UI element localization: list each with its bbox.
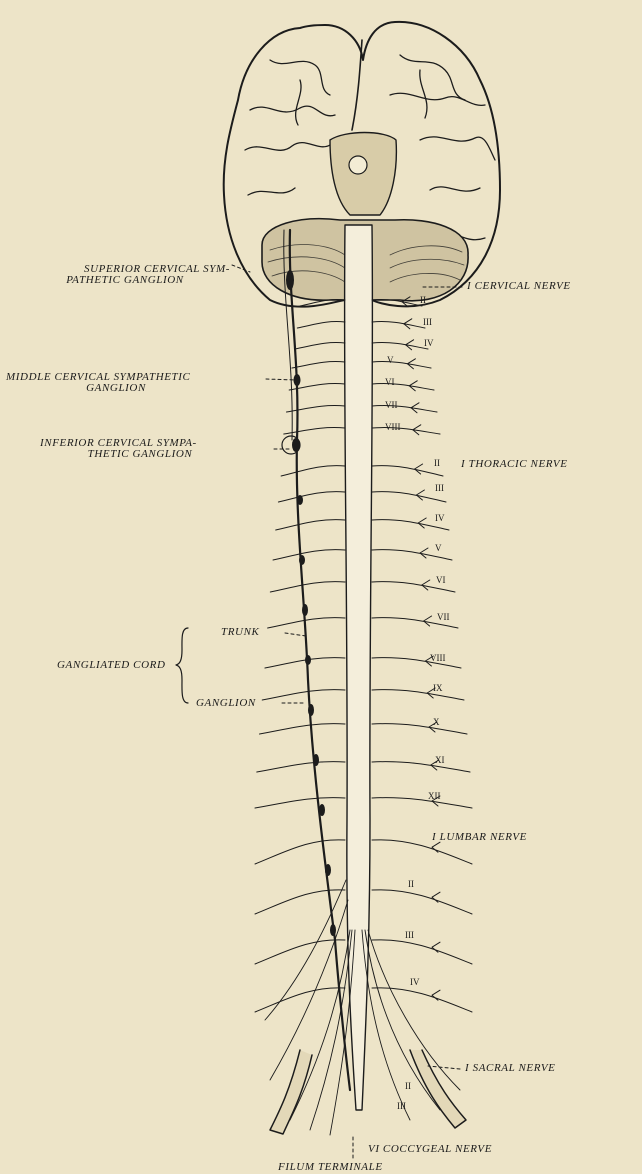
spinal-nerve-left [265, 658, 345, 668]
spinal-nerve-right [372, 322, 425, 328]
spinal-nerve-left [255, 798, 345, 808]
thoracic-numeral: XI [435, 756, 445, 765]
spinal-nerve-left [255, 940, 345, 964]
spinal-nerve-right [372, 724, 467, 734]
spinal-nerve-left [255, 840, 345, 864]
spinal-nerve-right [372, 840, 472, 864]
cervical-numeral: II [420, 296, 426, 305]
spinal-nerve-left [255, 988, 345, 1012]
coccygeal-nerve-label: VI COCCYGEAL NERVE [368, 1144, 492, 1155]
thoracic-numeral: III [435, 484, 444, 493]
spinal-nerve-left [292, 362, 345, 368]
cervical-nerve-label: I CERVICAL NERVE [467, 281, 571, 292]
superior-cervical-line2: PATHETIC GANGLION [30, 275, 230, 286]
spinal-nerve-right [372, 343, 428, 349]
sacral-nerve-label: I SACRAL NERVE [465, 1063, 556, 1074]
spinal-nerve-right [372, 492, 446, 502]
spinal-nerve-right [372, 988, 472, 1012]
trunk-label: TRUNK [221, 627, 259, 638]
spinal-nerve-left [284, 428, 345, 434]
spinal-cord [345, 225, 373, 1110]
cervical-numeral: III [423, 318, 432, 327]
sacral-numeral: III [397, 1102, 406, 1111]
spinal-nerve-left [276, 520, 345, 530]
cervical-numeral: VII [385, 401, 398, 410]
nerve-twig [418, 518, 426, 528]
thoracic-numeral: IX [433, 684, 443, 693]
lumbar-numeral: IV [410, 978, 420, 987]
spinal-nerve-right [372, 428, 440, 434]
spinal-nerve-left [297, 322, 345, 328]
cervical-numeral: VIII [385, 423, 401, 432]
sciatic-left [270, 1050, 312, 1134]
cervical-numeral: VI [385, 378, 395, 387]
ganglion-label: GANGLION [196, 698, 256, 709]
spinal-nerve-right [372, 658, 461, 668]
gangliated-cord-brace [176, 628, 188, 703]
filum-terminale-label: FILUM TERMINALE [278, 1162, 383, 1173]
thoracic-numeral: IV [435, 514, 445, 523]
cervical-numeral: V [387, 356, 394, 365]
spinal-nerve-left [278, 492, 345, 502]
spinal-nerve-right [372, 362, 431, 368]
nerve-twig [416, 490, 424, 500]
spinal-nerve-right [372, 406, 437, 412]
sacral-numeral: II [405, 1082, 411, 1091]
spinal-nerve-left [262, 690, 345, 700]
spinal-nerve-left [295, 343, 345, 349]
thoracic-numeral: VIII [430, 654, 446, 663]
inferior-cervical-line2: THETIC GANGLION [40, 449, 240, 460]
spinal-nerve-left [268, 618, 345, 628]
spinal-nerve-right [372, 762, 470, 772]
spinal-nerve-right [372, 466, 443, 476]
spinal-nerve-left [270, 582, 345, 592]
lumbar-nerve-label: I LUMBAR NERVE [432, 832, 527, 843]
thoracic-numeral: VI [436, 576, 446, 585]
cervical-numeral: IV [424, 339, 434, 348]
spinal-nerve-right [372, 798, 472, 808]
thoracic-numeral: II [434, 459, 440, 468]
lumbar-numeral: III [405, 931, 414, 940]
spinal-nerve-right [372, 940, 472, 964]
spinal-nerve-right [372, 690, 464, 700]
inferior-cervical-ganglion-label: INFERIOR CERVICAL SYMPA- THETIC GANGLION [40, 438, 280, 460]
middle-cervical-line2: GANGLION [6, 383, 226, 394]
thoracic-numeral: V [435, 544, 442, 553]
pons [330, 133, 396, 216]
middle-cervical-ganglion-label: MIDDLE CERVICAL SYMPATHETIC GANGLION [6, 372, 266, 394]
superior-cervical-ganglion-label: SUPERIOR CERVICAL SYM- PATHETIC GANGLION [30, 264, 230, 286]
spinal-nerve-right [372, 890, 472, 914]
brain-midline [352, 40, 362, 130]
thoracic-numeral: XII [428, 792, 441, 801]
sciatic-right [410, 1050, 466, 1128]
sympathetic-trunk [290, 230, 350, 1090]
nerve-twig [415, 464, 423, 474]
thoracic-numeral: VII [437, 613, 450, 622]
spinal-nerve-left [287, 406, 346, 412]
trunk-ganglia [286, 270, 336, 936]
gangliated-cord-label: GANGLIATED CORD [57, 660, 166, 671]
lumbar-numeral: II [408, 880, 414, 889]
thoracic-numeral: X [433, 718, 440, 727]
thoracic-nerve-label: I THORACIC NERVE [461, 459, 568, 470]
spinal-nerve-left [281, 466, 345, 476]
spinal-nerve-left [260, 724, 346, 734]
spinal-nerve-left [257, 762, 345, 772]
spinal-nerve-right [372, 384, 434, 390]
spinal-nerve-left [273, 550, 345, 560]
